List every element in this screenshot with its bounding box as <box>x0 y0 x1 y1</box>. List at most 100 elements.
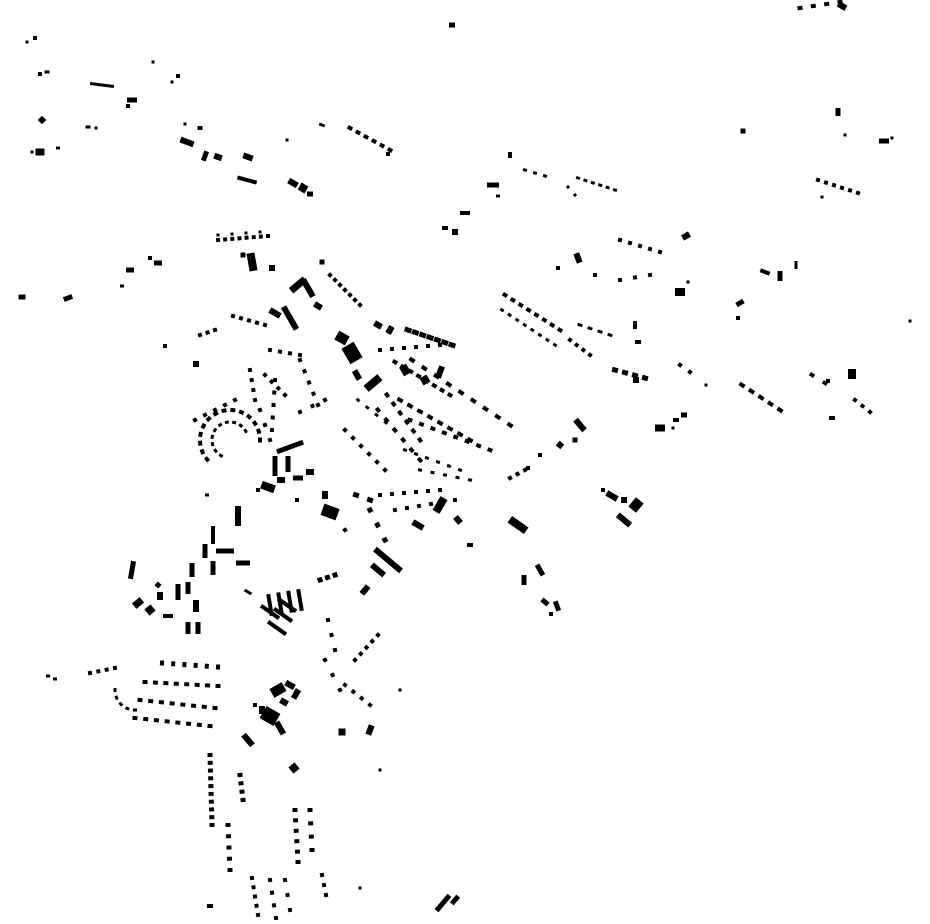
building <box>205 493 209 497</box>
building <box>253 703 257 707</box>
building <box>262 322 268 328</box>
building <box>256 428 262 435</box>
building <box>341 341 363 365</box>
building <box>295 498 299 502</box>
building <box>319 259 325 265</box>
building <box>207 760 213 765</box>
building <box>859 403 866 409</box>
building <box>637 243 643 249</box>
building <box>238 423 244 428</box>
building <box>541 316 548 324</box>
building <box>383 391 391 399</box>
building <box>185 622 191 634</box>
building <box>337 687 343 693</box>
building <box>213 448 218 454</box>
building <box>282 392 288 398</box>
building <box>374 459 380 465</box>
building <box>647 246 653 252</box>
building <box>486 447 494 453</box>
building <box>226 845 232 850</box>
building <box>540 597 550 607</box>
building <box>425 488 431 494</box>
building <box>404 505 410 511</box>
building <box>207 768 214 773</box>
building <box>453 515 463 525</box>
building <box>212 410 219 417</box>
building <box>455 475 460 480</box>
building <box>580 347 587 353</box>
building <box>237 236 242 241</box>
building <box>334 330 350 346</box>
building <box>378 142 386 149</box>
building <box>277 477 285 483</box>
building <box>207 723 213 729</box>
building <box>469 397 477 404</box>
building <box>164 719 170 724</box>
building <box>374 412 379 418</box>
building <box>62 294 74 302</box>
building <box>673 418 679 422</box>
building <box>442 473 448 477</box>
building <box>675 288 685 296</box>
building <box>124 706 130 711</box>
building <box>435 365 445 379</box>
building <box>597 183 603 188</box>
building <box>628 497 644 513</box>
building <box>835 108 841 116</box>
building <box>456 431 464 438</box>
building <box>548 321 556 329</box>
building <box>494 413 502 421</box>
building <box>487 182 499 188</box>
building <box>466 436 474 444</box>
building <box>192 417 198 423</box>
building <box>238 781 244 786</box>
building <box>197 126 203 130</box>
building <box>324 574 331 581</box>
building <box>267 437 273 443</box>
building <box>836 1 848 11</box>
building <box>163 681 169 686</box>
building <box>175 584 181 600</box>
building <box>601 488 605 492</box>
building <box>33 36 37 40</box>
building <box>408 446 415 454</box>
building <box>46 674 50 678</box>
building <box>126 104 130 108</box>
building <box>567 337 573 343</box>
building <box>287 177 299 189</box>
building <box>572 437 578 443</box>
building <box>508 152 512 158</box>
building <box>437 342 443 348</box>
building <box>332 512 338 518</box>
building <box>509 296 517 304</box>
building <box>369 638 376 645</box>
building <box>890 136 894 140</box>
building <box>224 420 230 425</box>
building <box>247 367 253 373</box>
building <box>318 122 326 128</box>
building <box>216 548 234 554</box>
building <box>251 387 256 393</box>
building <box>452 497 458 503</box>
building <box>143 716 149 722</box>
building <box>641 374 649 382</box>
building <box>879 138 889 144</box>
building <box>244 235 249 240</box>
building <box>208 776 214 781</box>
building <box>185 582 191 594</box>
building <box>499 307 505 313</box>
building <box>362 133 370 140</box>
building <box>257 407 263 413</box>
building <box>309 403 316 409</box>
building <box>452 229 458 235</box>
building <box>544 337 550 343</box>
building <box>532 170 538 176</box>
building <box>270 415 275 420</box>
building <box>647 272 653 278</box>
building <box>329 672 336 678</box>
building <box>386 152 390 156</box>
building <box>18 294 26 300</box>
building <box>418 421 425 428</box>
building <box>269 890 275 895</box>
